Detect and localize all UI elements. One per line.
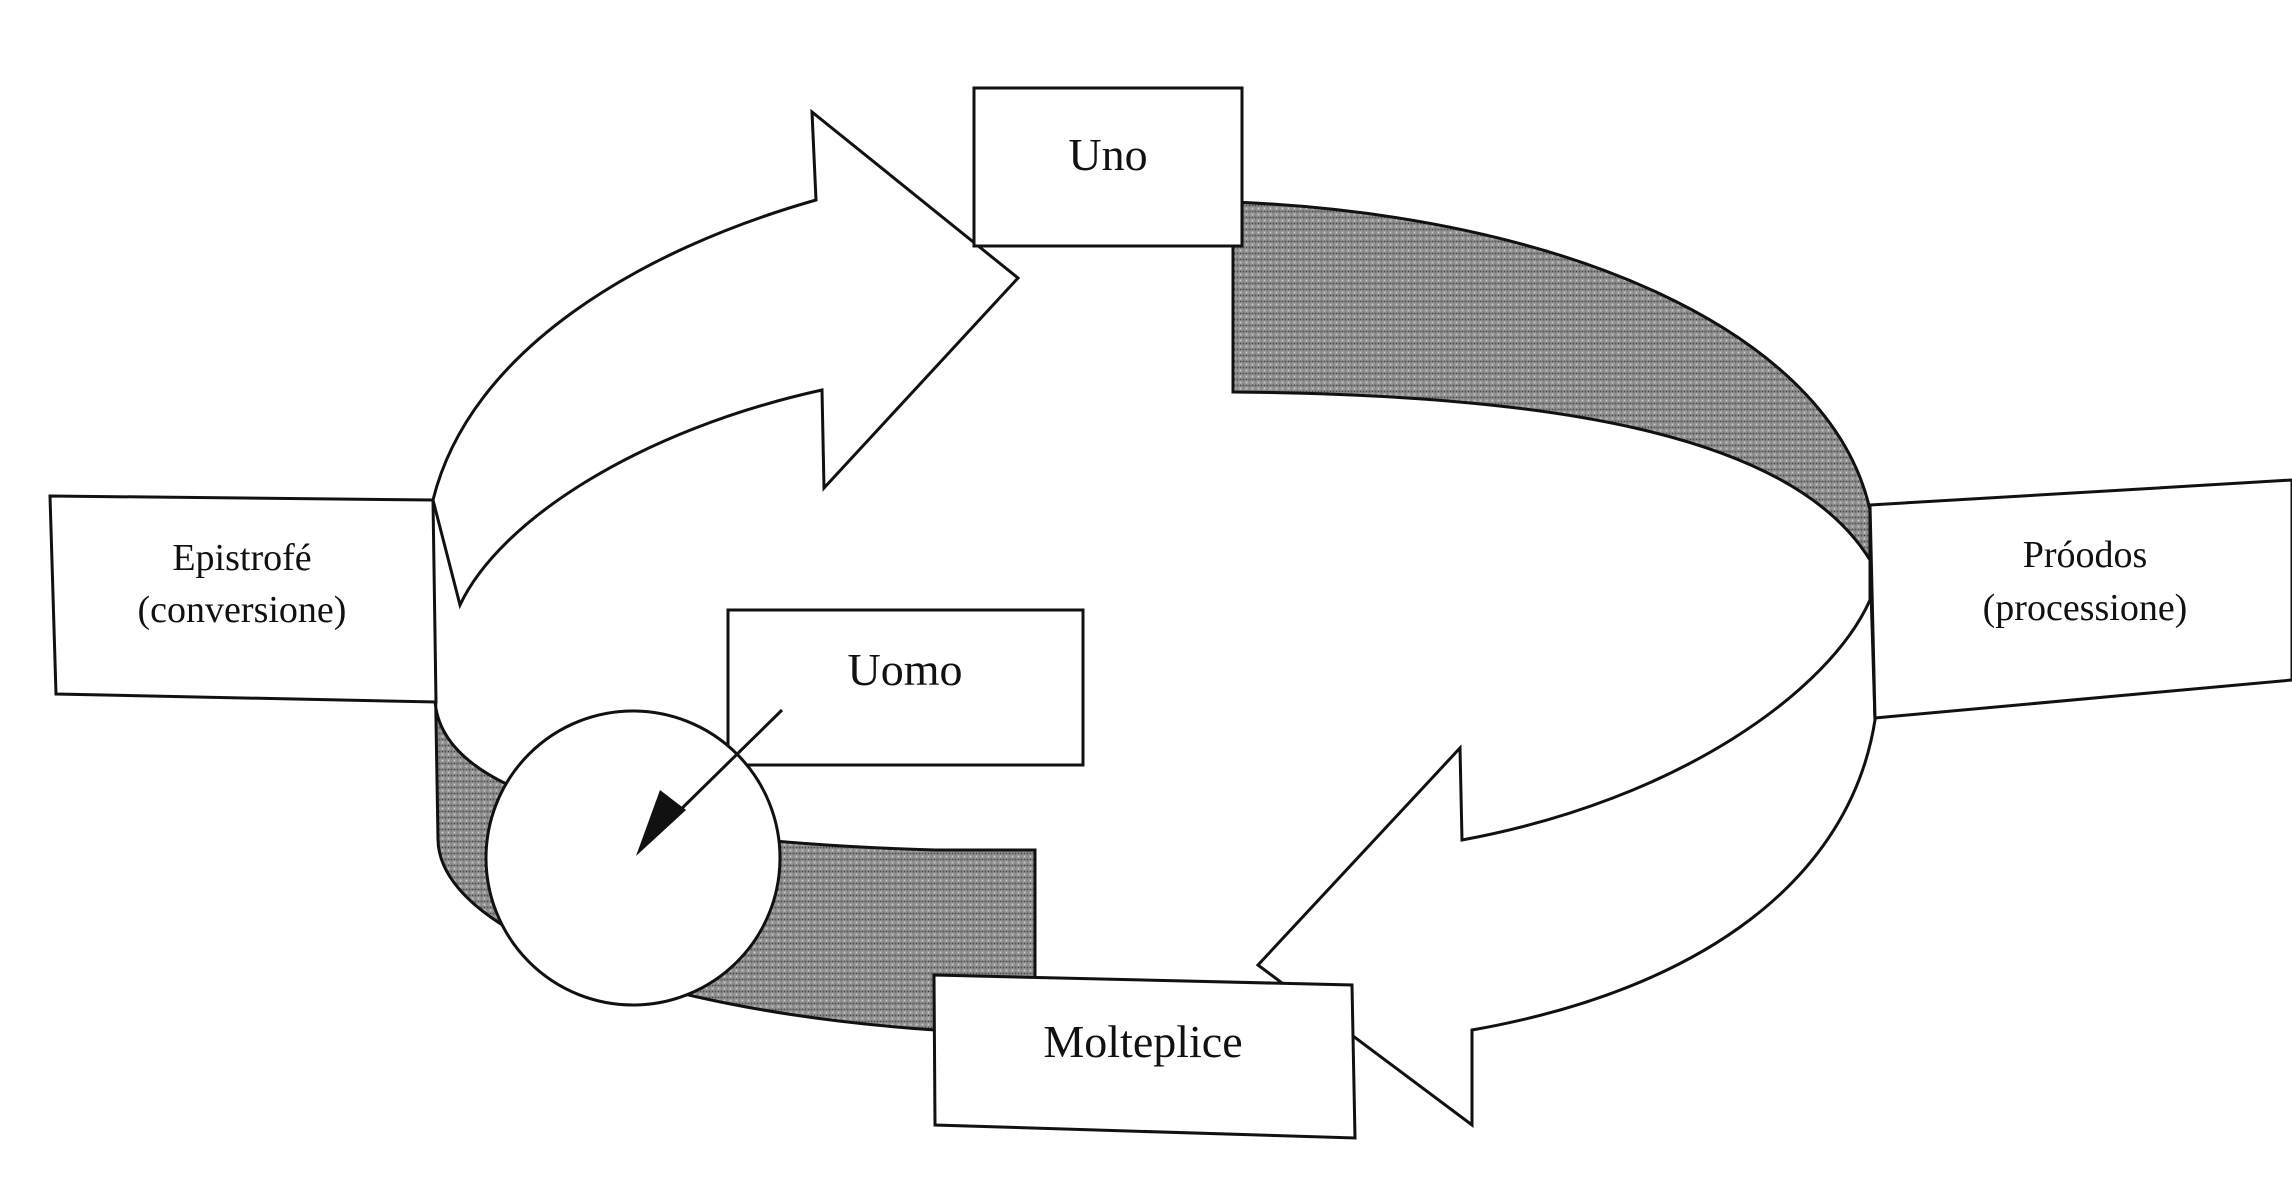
lower-arrow-outline [1255,559,1877,1128]
epistrofe-label-line2: (conversione) [138,589,347,631]
epistrofe-box [48,494,438,704]
proodos-box [1868,478,2292,720]
molteplice-box [932,973,1357,1140]
upper-arrow-outline [431,108,1021,610]
uno-box [972,86,1244,248]
uomo-pointer-arrowhead [636,790,686,856]
uomo-label: Uomo [848,644,963,695]
uomo-pointer-line [666,708,784,824]
uomo-box [726,608,1085,767]
proodos-label-line1: Próodos [2023,534,2148,576]
epistrofe-label-line1: Epistrofé [172,537,311,579]
molteplice-label: Molteplice [1043,1016,1242,1067]
uno-label: Uno [1068,129,1147,180]
right-shaded-band [1231,200,1872,566]
proodos-label-line2: (processione) [1983,587,2188,629]
